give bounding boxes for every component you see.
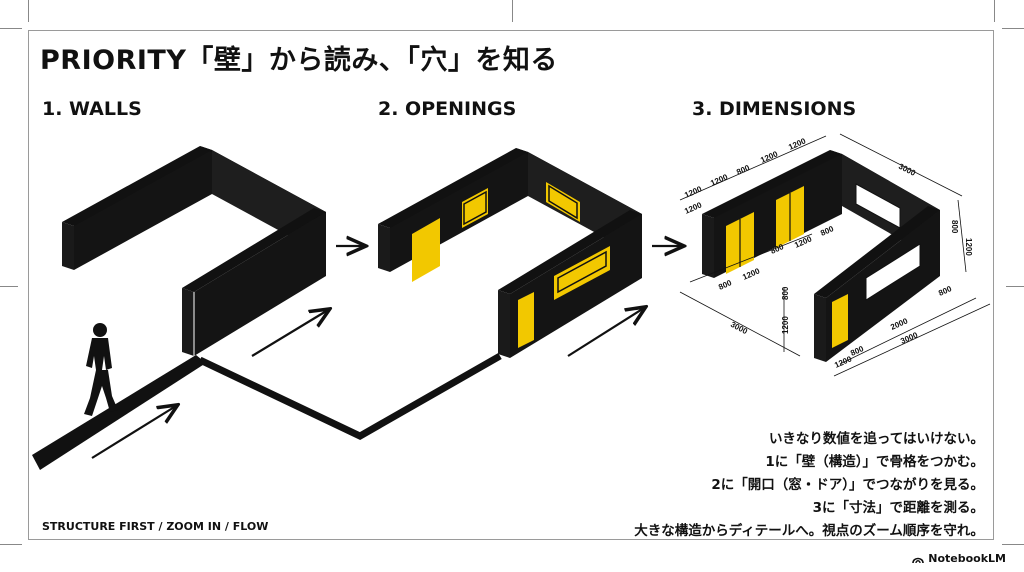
note-line: 3に「寸法」で距離を測る。 [812,500,984,516]
step-label-walls: 1. WALLS [42,98,142,120]
crop-mark [1002,28,1024,29]
crop-mark [512,0,513,22]
dim-label: 800 [849,344,865,358]
dimensions-model [679,133,991,377]
note-line: いきなり数値を追ってはいけない。 [768,431,984,447]
step-label-dimensions: 3. DIMENSIONS [692,98,857,120]
dim-label: 800 [735,163,751,177]
dimension-lines [679,133,991,377]
dim-label: 3000 [729,320,749,337]
window-opening [546,182,580,222]
dim-label: 1200 [683,184,703,200]
note-line: 大きな構造からディテールへ。視点のズーム順序を守れ。 [634,523,984,539]
brand-badge: NotebookLM [912,552,1006,565]
dim-label: 800 [819,224,835,238]
dim-label: 1200 [833,354,853,370]
flow-path [32,352,502,470]
dim-label: 800 [781,286,790,300]
notes-block: いきなり数値を追ってはいけない。 1に「壁（構造）」で骨格をつかむ。 2に「開口… [634,428,984,543]
diagonal-arrow-icon [91,406,176,459]
dim-label: 800 [937,284,953,298]
openings-model [378,148,642,358]
dim-label: 2000 [889,316,909,332]
dim-label: 1200 [787,136,807,152]
crop-mark [28,0,29,22]
window-opening [462,188,488,228]
footer-tagline: STRUCTURE FIRST / ZOOM IN / FLOW [42,520,269,533]
crop-mark [0,544,22,545]
diagonal-arrow-icon [251,310,328,357]
door-opening [832,294,848,348]
dim-label: 3000 [897,162,917,178]
crop-mark [0,286,18,287]
walking-person-icon [84,323,118,416]
note-line: 1に「壁（構造）」で骨格をつかむ。 [765,454,984,470]
step-label-openings: 2. OPENINGS [378,98,517,120]
dim-label: 800 [717,278,733,292]
dim-label: 1200 [683,200,703,216]
notebooklm-logo-icon [912,557,925,563]
dim-label: 1200 [709,172,729,188]
poster-frame [28,30,994,540]
dim-label: 1200 [741,266,761,282]
crop-mark [1002,544,1024,545]
door-opening [518,292,534,348]
dim-label: 3000 [899,330,919,346]
flow-arrows [91,246,682,459]
brand-name: NotebookLM [928,552,1006,565]
dim-label: 800 [950,220,959,234]
page-title: PRIORITY「壁」から読み、「穴」を知る [40,45,558,76]
crop-mark [1006,286,1024,287]
note-line: 2に「開口（窓・ドア）」でつながりを見る。 [711,477,984,493]
walls-model [62,146,326,356]
diagonal-arrow-icon [567,308,644,357]
crop-mark [994,0,995,22]
door-opening [412,218,440,282]
dim-label: 1200 [781,316,790,334]
crop-mark [0,28,22,29]
dim-label: 1200 [964,238,973,256]
dim-label: 1200 [759,149,779,165]
